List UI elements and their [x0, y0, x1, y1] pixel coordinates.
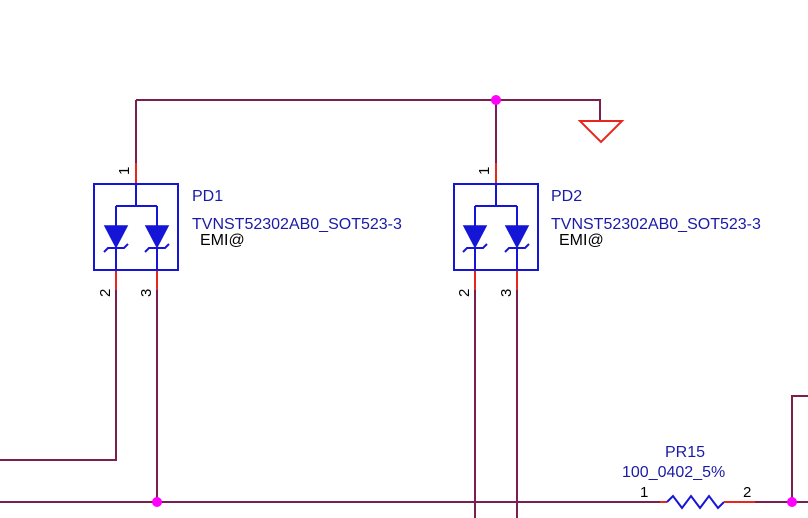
junction-bottom-right[interactable] — [787, 497, 797, 507]
wire-pd1-pin2-net[interactable] — [0, 290, 117, 461]
component-pd2[interactable]: 1 2 3 PD2 TVNST52302AB0_SOT523-3 EMI@ — [453, 163, 761, 297]
wires — [0, 99, 808, 518]
component-pd1[interactable]: 1 2 3 PD1 TVNST52302AB0_SOT523-3 EMI@ — [93, 163, 402, 297]
ground-triangle — [577, 120, 625, 144]
wire-right-vertical[interactable] — [791, 395, 808, 502]
pd2-reference: PD2 — [551, 188, 582, 205]
pd2-value: TVNST52302AB0_SOT523-3 — [551, 216, 761, 233]
pd2-diode-b-icon — [504, 225, 530, 249]
pd1-value: TVNST52302AB0_SOT523-3 — [192, 216, 402, 233]
pr15-resistor-icon — [666, 494, 725, 510]
pd1-reference: PD1 — [192, 188, 223, 205]
pr15-pin2-label: 2 — [743, 484, 751, 501]
junctions — [152, 95, 797, 507]
pd1-pin3-label: 3 — [138, 289, 155, 297]
pr15-value: 100_0402_5% — [622, 464, 725, 481]
junction-top[interactable] — [491, 95, 501, 105]
pd2-attribute: EMI@ — [559, 232, 604, 249]
pd1-diode-a-icon — [103, 225, 129, 249]
pd1-diode-b-bar — [144, 243, 170, 253]
pr15-pin1-label: 1 — [640, 484, 648, 501]
wire-top-net[interactable] — [136, 99, 601, 120]
pd2-diode-a-icon — [462, 225, 488, 249]
pd2-pin1-label: 1 — [476, 167, 493, 175]
pd2-internal-wiring — [474, 184, 518, 270]
pd2-pin3-label: 3 — [498, 289, 515, 297]
pd2-diode-b-bar — [504, 243, 530, 253]
component-pr15[interactable]: PR15 100_0402_5% 1 2 — [622, 444, 755, 510]
pd2-pin2-label: 2 — [456, 289, 473, 297]
pd1-diode-b-icon — [144, 225, 170, 249]
junction-bottom-left[interactable] — [152, 497, 162, 507]
pd1-internal-wiring — [115, 184, 158, 270]
pd1-attribute: EMI@ — [200, 232, 245, 249]
ground-symbol[interactable] — [577, 120, 625, 144]
pd1-pin2-label: 2 — [97, 289, 114, 297]
pd1-diode-a-bar — [103, 243, 129, 253]
pr15-reference: PR15 — [665, 444, 705, 461]
pd2-diode-a-bar — [462, 243, 488, 253]
pd1-pin1-label: 1 — [116, 167, 133, 175]
